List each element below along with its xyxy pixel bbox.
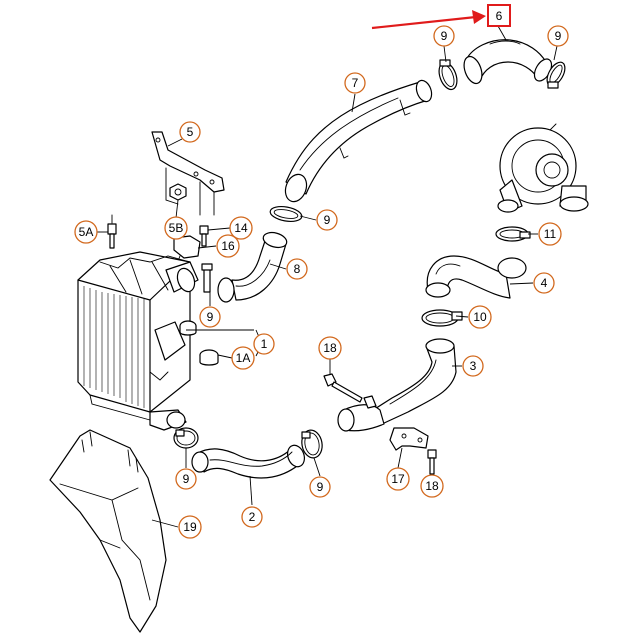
highlight-box-part-6 (487, 4, 511, 27)
svg-text:11: 11 (544, 227, 557, 241)
svg-text:9: 9 (183, 472, 190, 486)
clamp-9-top-left (438, 59, 458, 91)
bracket-part-5 (151, 131, 225, 216)
bolt-part-14 (199, 225, 209, 247)
svg-text:9: 9 (324, 213, 331, 227)
svg-text:5: 5 (187, 125, 194, 139)
svg-text:14: 14 (234, 221, 248, 235)
bolt-part-18-upper (323, 373, 363, 403)
svg-text:5A: 5A (79, 225, 94, 239)
callout-6: 6 (496, 9, 503, 23)
callout-9-lower-left[interactable]: 9 (175, 468, 197, 490)
callout-5a[interactable]: 5A (74, 220, 98, 244)
callout-10[interactable]: 10 (468, 305, 492, 329)
callout-7[interactable]: 7 (344, 72, 366, 94)
svg-text:7: 7 (352, 76, 359, 90)
callout-14[interactable]: 14 (229, 216, 253, 240)
clamp-part-10 (421, 309, 463, 327)
svg-text:5B: 5B (169, 221, 184, 235)
callout-18-lower[interactable]: 18 (420, 474, 444, 498)
svg-text:18: 18 (323, 341, 337, 355)
callout-1a[interactable]: 1A (231, 346, 255, 370)
bracket-part-17 (389, 427, 429, 451)
hose-part-8 (217, 231, 288, 303)
clamp-9-pipe7 (269, 205, 303, 223)
svg-text:16: 16 (221, 239, 235, 253)
callout-9-top-right[interactable]: 9 (547, 25, 569, 47)
svg-text:1A: 1A (236, 351, 251, 365)
hose-part-6 (463, 39, 553, 85)
bolt-part-5a (107, 214, 117, 249)
hose-part-2 (191, 444, 306, 479)
callout-9-hose3[interactable]: 9 (309, 476, 331, 498)
svg-text:3: 3 (470, 359, 477, 373)
svg-text:10: 10 (473, 310, 487, 324)
callout-5b[interactable]: 5B (164, 216, 188, 240)
callout-3[interactable]: 3 (462, 355, 484, 377)
callout-9-pipe7[interactable]: 9 (316, 209, 338, 231)
hose-part-4 (425, 255, 527, 299)
svg-text:9: 9 (555, 29, 562, 43)
nut-part-5b (169, 183, 187, 201)
svg-text:1: 1 (261, 337, 268, 351)
turbocharger (497, 123, 589, 213)
stud-intercooler (201, 263, 213, 293)
callout-1[interactable]: 1 (253, 333, 275, 355)
svg-text:18: 18 (425, 479, 439, 493)
clamp-9-lower-left (173, 427, 199, 449)
svg-text:4: 4 (541, 276, 548, 290)
svg-text:8: 8 (294, 262, 301, 276)
pipe-part-7 (284, 79, 433, 203)
hose-part-3 (337, 338, 457, 432)
svg-text:19: 19 (183, 520, 197, 534)
svg-text:9: 9 (207, 310, 214, 324)
svg-text:17: 17 (391, 472, 405, 486)
clamp-part-11 (495, 226, 531, 242)
intercooler-part-1 (77, 251, 199, 431)
callout-11[interactable]: 11 (538, 222, 562, 246)
callout-9-intercooler[interactable]: 9 (199, 306, 221, 328)
callout-17[interactable]: 17 (386, 467, 410, 491)
callout-8[interactable]: 8 (286, 258, 308, 280)
callout-18-upper[interactable]: 18 (318, 336, 342, 360)
clamp-9-hose3 (301, 429, 323, 459)
callout-19[interactable]: 19 (178, 515, 202, 539)
bolt-part-18-lower (427, 449, 437, 475)
callout-4[interactable]: 4 (533, 272, 555, 294)
callout-5[interactable]: 5 (179, 121, 201, 143)
callout-9-top-left[interactable]: 9 (433, 25, 455, 47)
svg-text:9: 9 (317, 480, 324, 494)
callout-16[interactable]: 16 (216, 234, 240, 258)
callout-2[interactable]: 2 (241, 506, 263, 528)
svg-text:9: 9 (441, 29, 448, 43)
highlight-arrow (371, 10, 486, 30)
svg-text:2: 2 (249, 510, 256, 524)
rubber-mount-top (179, 320, 197, 336)
air-duct-part-19 (49, 429, 167, 633)
rubber-mount-part-1a (199, 349, 219, 366)
clamp-9-top-right (546, 61, 566, 89)
